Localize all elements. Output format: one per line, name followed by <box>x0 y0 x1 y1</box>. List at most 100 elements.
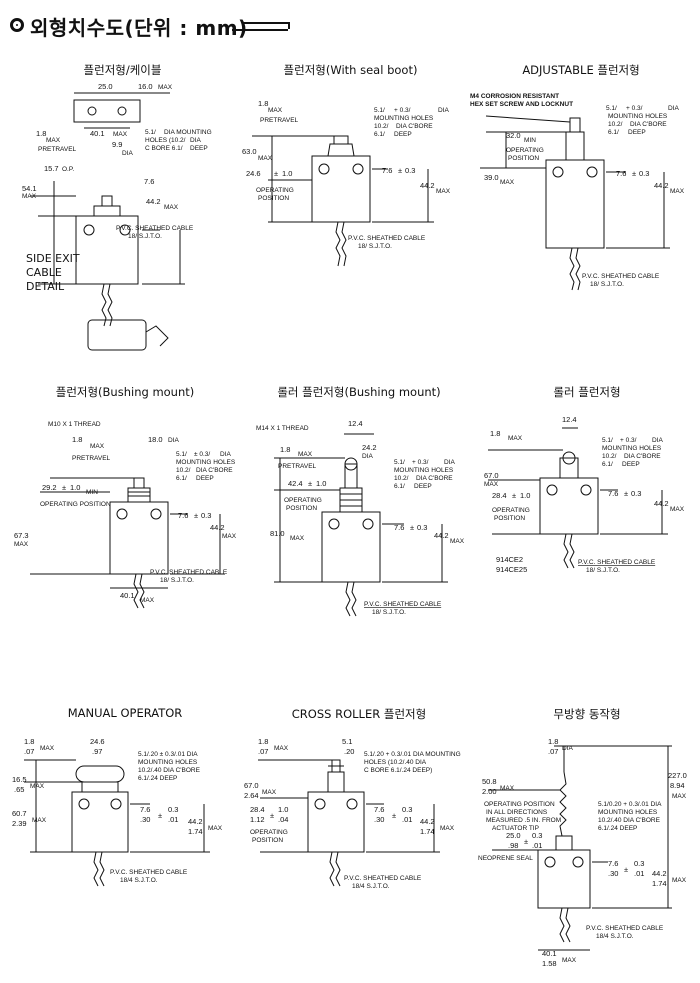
dimension-label: P.V.C. SHEATHED CABLE <box>110 869 188 876</box>
drawing-omnidirectional-actuator: 1.8 .07 DIA 227.0 8.94 MAX 50.8 2.00 MAX… <box>478 737 687 968</box>
bushing <box>93 205 121 217</box>
dimension-label: POSITION <box>508 155 539 162</box>
dimension-label: C BORE 6.1/ <box>145 145 183 152</box>
dimension-label: DEEP <box>622 461 640 468</box>
dimension-label: 1.8 <box>548 737 558 746</box>
dimension-label: 7.6 <box>144 177 154 186</box>
mounting-hole-icon <box>328 518 340 530</box>
drawing-cross-roller-plunger: 1.8 .07 MAX 5.1 .20 67.0 2.64 MAX 28.4 1… <box>244 737 461 890</box>
dimension-label: MAX <box>164 204 179 211</box>
dimension-label: 1.8 <box>490 429 500 438</box>
dimension-label: MAX <box>672 793 687 800</box>
drawing-line <box>107 283 113 327</box>
dimension-label: 7.6 <box>178 511 188 520</box>
dimension-label: .01 <box>634 869 644 878</box>
dimension-label: 7.6 <box>394 523 404 532</box>
dimension-label: 1.8 <box>24 737 34 746</box>
mounting-hole-icon <box>314 798 326 810</box>
mounting-hole-icon <box>544 856 556 868</box>
dimension-label: 44.2 <box>434 531 449 540</box>
dimension-label: 18/ S.J.T.O. <box>590 281 624 288</box>
dimension-label: OPERATING <box>506 147 544 154</box>
cable <box>133 573 139 609</box>
drawing-line <box>341 221 347 267</box>
dimension-label: .01 <box>168 815 178 824</box>
dimension-label: 1.74 <box>188 827 203 836</box>
panel-plunger-seal-boot: 플런저형(With seal boot) 1.8 MAX PRETRAVEL 6… <box>238 56 463 296</box>
title-rule <box>288 22 290 29</box>
dimension-label: MAX <box>30 783 45 790</box>
dimension-label: OPERATING POSITION <box>484 801 555 808</box>
dimension-label: 1.74 <box>420 827 435 836</box>
dimension-label: 5.1 <box>342 737 352 746</box>
dimension-label: 1.0 <box>278 805 288 814</box>
dimension-label: MOUNTING HOLES <box>598 809 658 816</box>
dimension-label: 12.4 <box>348 419 363 428</box>
dimension-label: 67.3 <box>14 531 29 540</box>
roller-icon <box>562 451 576 465</box>
mounting-hole-icon <box>110 798 122 810</box>
dimension-label: P.V.C. SHEATHED CABLE <box>586 925 664 932</box>
dimension-label: .98 <box>508 841 518 850</box>
dimension-label: 7.6 <box>382 166 392 175</box>
dimension-label: POSITION <box>494 515 525 522</box>
dimension-label: + 0.3/ <box>620 437 637 444</box>
dimension-label: 0.3 <box>405 166 415 175</box>
mounting-hole-icon <box>150 508 162 520</box>
dimension-label: PRETRAVEL <box>72 455 111 462</box>
dimension-label: 8.94 <box>670 781 685 790</box>
dimension-label: .30 <box>608 869 618 878</box>
dimension-label: P.V.C. SHEATHED CABLE <box>116 225 194 232</box>
cable <box>329 851 335 887</box>
knob-neck <box>81 781 119 793</box>
dimension-label: 10.2/.40 DIA C'BORE <box>138 767 201 774</box>
cable <box>335 221 341 267</box>
dimension-label: DIA C'BORE <box>196 467 233 474</box>
dimension-label: 1.0 <box>70 483 80 492</box>
dimension-label: 5.1/ <box>394 459 405 466</box>
dimension-label: 1.58 <box>542 959 557 968</box>
mounting-hole-icon <box>318 163 330 175</box>
drawing-line <box>351 581 357 617</box>
drawing-line <box>139 573 145 609</box>
dimension-label: 0.3 <box>201 511 211 520</box>
dimension-label: 18.0 <box>148 435 163 444</box>
dimension-label: PRETRAVEL <box>260 117 299 124</box>
panel-title: 롤러 플런저형 <box>553 385 621 399</box>
switch-body <box>321 511 381 583</box>
dimension-label: ± <box>194 511 198 520</box>
dimension-label: DIA <box>122 150 134 157</box>
mounting-hole-icon <box>119 224 131 236</box>
title-rule <box>232 29 288 31</box>
dimension-label: C BORE 6.1/.24 DEEP) <box>364 767 432 774</box>
title-rule <box>243 22 288 24</box>
side-exit-body <box>87 319 147 351</box>
panel-title: MANUAL OPERATOR <box>67 706 183 720</box>
dimension-label: 7.6 <box>608 859 618 868</box>
dimension-label: MAX <box>672 877 687 884</box>
dimension-label: POSITION <box>286 505 317 512</box>
seal-boot <box>327 143 355 157</box>
dimension-label: P.V.C. SHEATHED CABLE <box>364 601 442 608</box>
switch-body <box>311 155 371 223</box>
mounting-hole-icon <box>586 166 598 178</box>
dimension-label: ± 0.3/ <box>194 451 210 458</box>
dimension-label: 2.39 <box>12 819 27 828</box>
dimension-label: 9.9 <box>112 140 122 149</box>
dimension-label: O.P. <box>62 166 74 173</box>
dimension-label: 44.2 <box>188 817 203 826</box>
drawing-line <box>565 907 571 943</box>
dimension-label: ± <box>274 169 278 178</box>
dimension-label: 0.3 <box>634 859 644 868</box>
dimension-label: DIA C'BORE <box>630 121 667 128</box>
dimension-label: 44.2 <box>420 817 435 826</box>
dimension-label: 0.3 <box>168 805 178 814</box>
dimension-label: HOLES (10.2/.40 DIA <box>364 759 427 766</box>
dimension-label: 44.2 <box>210 523 225 532</box>
dimension-label: 10.2/.40 DIA C'BORE <box>598 817 661 824</box>
dimension-label: 24.2 <box>362 443 377 452</box>
dimension-label: 0.3 <box>631 489 641 498</box>
panel-title: 플런저형(With seal boot) <box>283 63 418 77</box>
dimension-label: NEOPRENE SEAL <box>478 855 533 862</box>
drawing-line <box>145 325 169 347</box>
